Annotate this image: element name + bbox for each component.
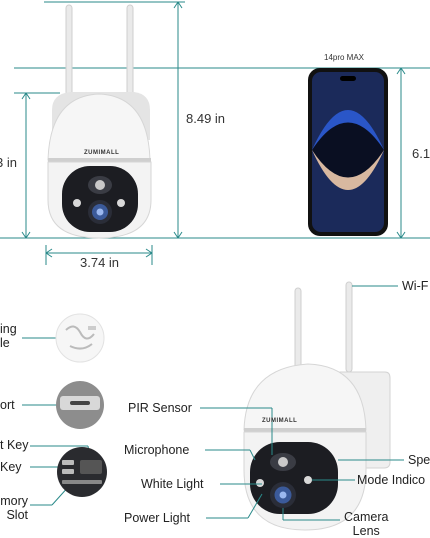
camera-front-illustration (47, 4, 152, 239)
keys-slot-image (57, 447, 107, 497)
memory-slot-label: mory Slot (0, 494, 28, 522)
left-height-label: 3 in (0, 155, 17, 170)
phone-height-label: 6.1 (412, 146, 430, 161)
speaker-label: Spe (408, 453, 430, 467)
width-label: 3.74 in (80, 255, 120, 270)
phone-illustration (308, 68, 388, 236)
wifi-label: Wi-F (402, 279, 429, 293)
camera-lens-label-line2: Lens (352, 524, 380, 538)
power-key-label: Key (0, 460, 22, 474)
dimension-drawing (0, 1, 430, 265)
camera-angled-illustration (243, 281, 391, 531)
phone-model-label: 14pro MAX (324, 53, 365, 62)
memory-slot-label-line2: Slot (6, 508, 28, 522)
charging-cable-image (55, 313, 105, 363)
brand-label-bottom: ZUMIMALL (262, 418, 298, 424)
white-light-label: White Light (141, 477, 204, 491)
charging-cable-label-line2: le (0, 336, 10, 350)
brand-label-top: ZUMIMALL (84, 150, 120, 156)
charging-cable-label-line1: ing (0, 322, 17, 336)
memory-slot-label-line1: mory (0, 494, 28, 508)
height-label: 8.49 in (186, 111, 226, 126)
microphone-label: Microphone (124, 443, 190, 457)
port-label: ort (0, 398, 15, 412)
camera-lens-label-line1: Camera (344, 510, 389, 524)
camera-lens-label: Camera Lens (344, 510, 388, 538)
charging-cable-label: ing le (0, 322, 17, 350)
mode-indicator-label: Mode Indico (357, 473, 426, 487)
reset-key-label: t Key (0, 438, 29, 452)
port-image (56, 381, 104, 429)
pir-sensor-label: PIR Sensor (128, 401, 192, 415)
power-light-label: Power Light (124, 511, 191, 525)
